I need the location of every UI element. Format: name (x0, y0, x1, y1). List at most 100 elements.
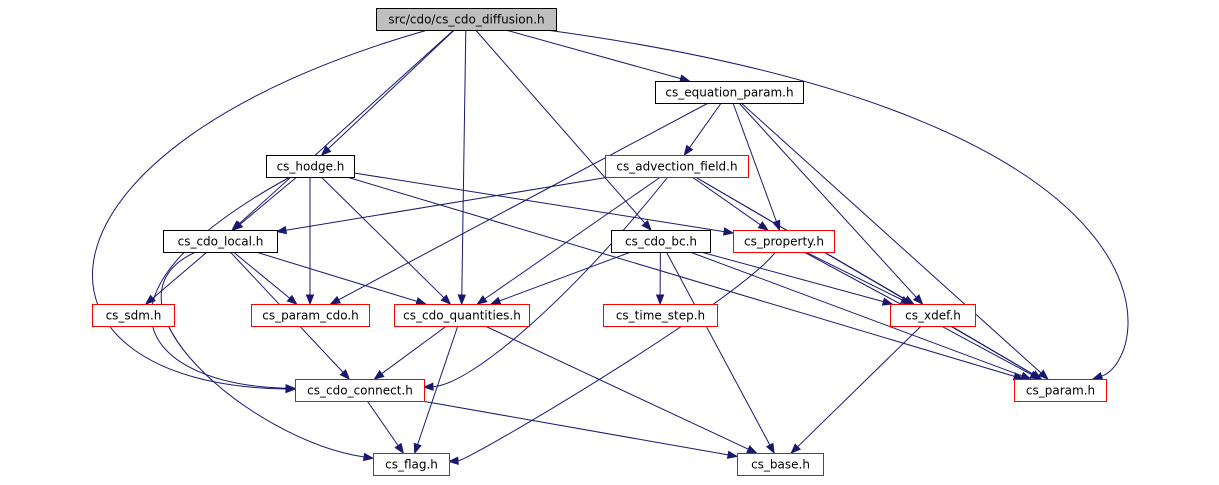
arrowhead-icon (726, 450, 739, 459)
arrowhead-icon (722, 227, 735, 236)
edge-root-to-hodge (327, 29, 455, 150)
edge-xdef-to-base (797, 325, 922, 448)
edge-cdo-quantities-to-flag (417, 325, 459, 445)
arrowhead-icon (275, 225, 288, 235)
node-box (655, 81, 804, 104)
node-label: cs_advection_field.h (616, 160, 737, 174)
arrowhead-icon (1031, 370, 1043, 380)
edge-equation-param-to-advection-field (689, 102, 722, 148)
node-box (611, 230, 711, 253)
node-label: cs_param.h (1026, 384, 1095, 398)
arrowhead-icon (413, 442, 422, 455)
node-label: cs_equation_param.h (665, 86, 793, 100)
arrowhead-icon (447, 456, 459, 465)
arrowhead-icon (320, 145, 332, 156)
edge-layer (91, 29, 1129, 465)
node-xdef[interactable]: cs_xdef.h (890, 304, 976, 327)
arrowhead-icon (641, 220, 652, 232)
arrowhead-icon (144, 294, 156, 305)
edge-cdo-bc-to-cdo-quantities (499, 251, 632, 302)
node-box (394, 304, 530, 327)
node-box (163, 230, 278, 253)
node-box (605, 155, 749, 178)
node-root: src/cdo/cs_cdo_diffusion.h (376, 8, 557, 31)
node-advection-field[interactable]: cs_advection_field.h (605, 155, 749, 178)
edge-root-to-cdo-connect (91, 29, 428, 390)
node-flag[interactable]: cs_flag.h (373, 453, 450, 476)
edge-cdo-connect-to-flag (366, 400, 399, 446)
edge-equation-param-to-param-cdo (338, 102, 709, 301)
edge-hodge-to-cdo-quantities (320, 176, 445, 299)
edge-root-to-equation-param (505, 29, 681, 80)
node-label: cs_flag.h (385, 458, 438, 472)
edge-advection-field-to-cdo-connect (432, 176, 669, 388)
arrowhead-icon (790, 443, 801, 454)
arrowhead-icon (232, 220, 244, 231)
node-box (266, 155, 355, 178)
edge-advection-field-to-property (691, 176, 761, 226)
edge-hodge-to-cdo-local (239, 176, 298, 225)
node-box (737, 453, 824, 476)
arrowhead-icon (285, 383, 297, 393)
arrowhead-icon (305, 294, 315, 306)
arrowhead-icon (899, 296, 912, 305)
node-label: cs_param_cdo.h (262, 309, 359, 323)
arrowhead-icon (489, 296, 502, 305)
edge-equation-param-to-xdef (738, 102, 917, 298)
node-hodge[interactable]: cs_hodge.h (266, 155, 355, 178)
node-cdo-connect[interactable]: cs_cdo_connect.h (295, 379, 425, 402)
edge-hodge-to-property (353, 172, 725, 233)
edge-hodge-to-param (346, 176, 1015, 377)
edge-root-to-cdo-local (238, 29, 455, 225)
arrowhead-icon (373, 369, 385, 380)
node-sdm[interactable]: cs_sdm.h (92, 304, 175, 327)
edge-hodge-to-cdo-connect (150, 176, 291, 389)
edge-property-to-flag (457, 251, 776, 462)
arrowhead-icon (881, 297, 894, 306)
arrowhead-icon (457, 294, 467, 306)
edge-equation-param-to-property (732, 102, 777, 222)
node-label: cs_sdm.h (106, 309, 162, 323)
node-box (733, 230, 835, 253)
node-box (1014, 379, 1107, 402)
arrowhead-icon (1091, 371, 1104, 381)
edge-cdo-local-to-flag (160, 251, 365, 458)
edge-cdo-local-to-cdo-quantities (255, 251, 418, 302)
node-property[interactable]: cs_property.h (733, 230, 835, 253)
node-label: cs_property.h (744, 235, 824, 249)
arrowhead-icon (476, 295, 488, 305)
node-time-step[interactable]: cs_time_step.h (603, 304, 718, 327)
edge-xdef-to-param (950, 325, 1034, 375)
node-param[interactable]: cs_param.h (1014, 379, 1107, 402)
arrowhead-icon (912, 294, 924, 306)
node-box (376, 8, 557, 31)
node-layer: src/cdo/cs_cdo_diffusion.h cs_equation_pa… (92, 8, 1107, 476)
arrowhead-icon (286, 294, 298, 305)
edge-property-to-xdef (805, 251, 903, 301)
edge-root-to-cdo-quantities (461, 29, 467, 296)
node-box (373, 453, 450, 476)
node-cdo-quantities[interactable]: cs_cdo_quantities.h (394, 304, 530, 327)
edge-equation-param-to-param (740, 102, 1042, 374)
edge-cdo-bc-to-param (689, 251, 1023, 377)
arrowhead-icon (329, 295, 342, 305)
arrowhead-icon (765, 442, 775, 455)
node-cdo-local[interactable]: cs_cdo_local.h (163, 230, 278, 253)
arrowhead-icon (339, 369, 351, 381)
node-label: cs_xdef.h (905, 309, 961, 323)
arrowhead-icon (415, 297, 427, 306)
node-cdo-bc[interactable]: cs_cdo_bc.h (611, 230, 711, 253)
edge-cdo-local-to-sdm (152, 251, 208, 299)
arrowhead-icon (422, 382, 434, 391)
node-label: cs_cdo_connect.h (307, 384, 413, 398)
node-equation-param[interactable]: cs_equation_param.h (655, 81, 804, 104)
arrowhead-icon (440, 294, 452, 305)
edge-advection-field-to-cdo-quantities (484, 176, 661, 300)
arrowhead-icon (683, 144, 694, 157)
node-box (890, 304, 976, 327)
node-param-cdo[interactable]: cs_param_cdo.h (251, 304, 370, 327)
node-base[interactable]: cs_base.h (737, 453, 824, 476)
arrowhead-icon (394, 442, 405, 455)
edge-cdo-quantities-to-base (484, 325, 749, 450)
